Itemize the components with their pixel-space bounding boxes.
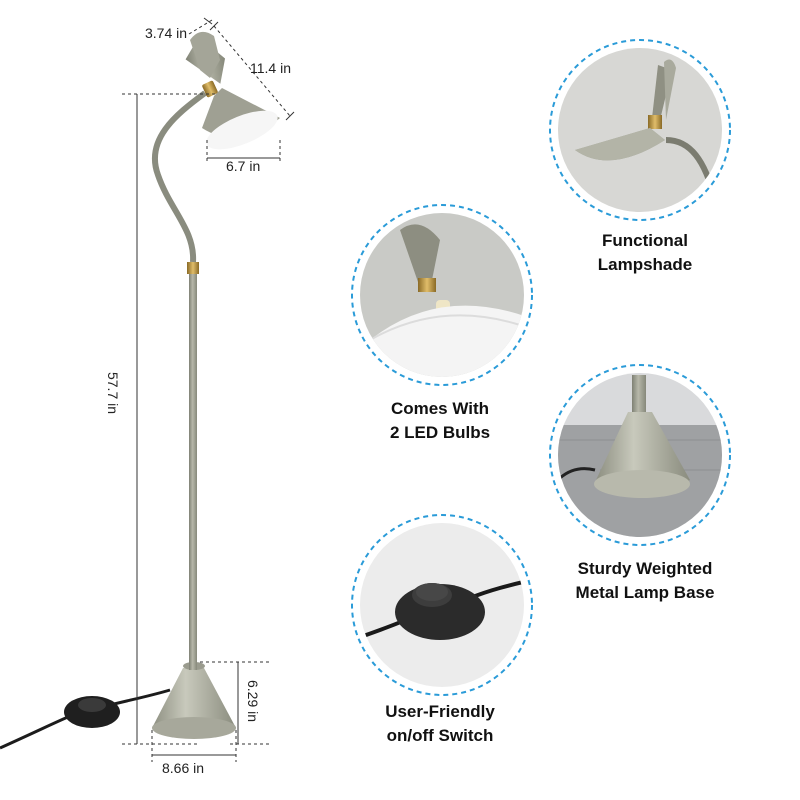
base-width-dimension: 8.66 in: [162, 760, 205, 776]
base-height-dimension: 6.29 in: [245, 679, 262, 723]
lampshade-closeup: [549, 39, 731, 221]
caption-base: Sturdy Weighted Metal Lamp Base: [575, 559, 715, 602]
height-dimension: 57.7 in: [105, 371, 122, 415]
floor-lamp-image: [0, 31, 280, 750]
caption-switch: User-Friendly on/off Switch: [385, 702, 495, 745]
bulbs-closeup: [351, 204, 533, 386]
shade-length-dimension: 11.4 in: [250, 60, 291, 76]
shade-top-dimension: 3.74 in: [145, 25, 188, 41]
switch-closeup: [351, 514, 533, 696]
shade-width-dimension: 6.7 in: [226, 158, 261, 174]
caption-bulbs: Comes With 2 LED Bulbs: [389, 399, 491, 442]
base-closeup: [549, 364, 731, 546]
dimension-lines: [122, 17, 295, 762]
caption-lampshade: Functional Lampshade: [597, 231, 693, 274]
